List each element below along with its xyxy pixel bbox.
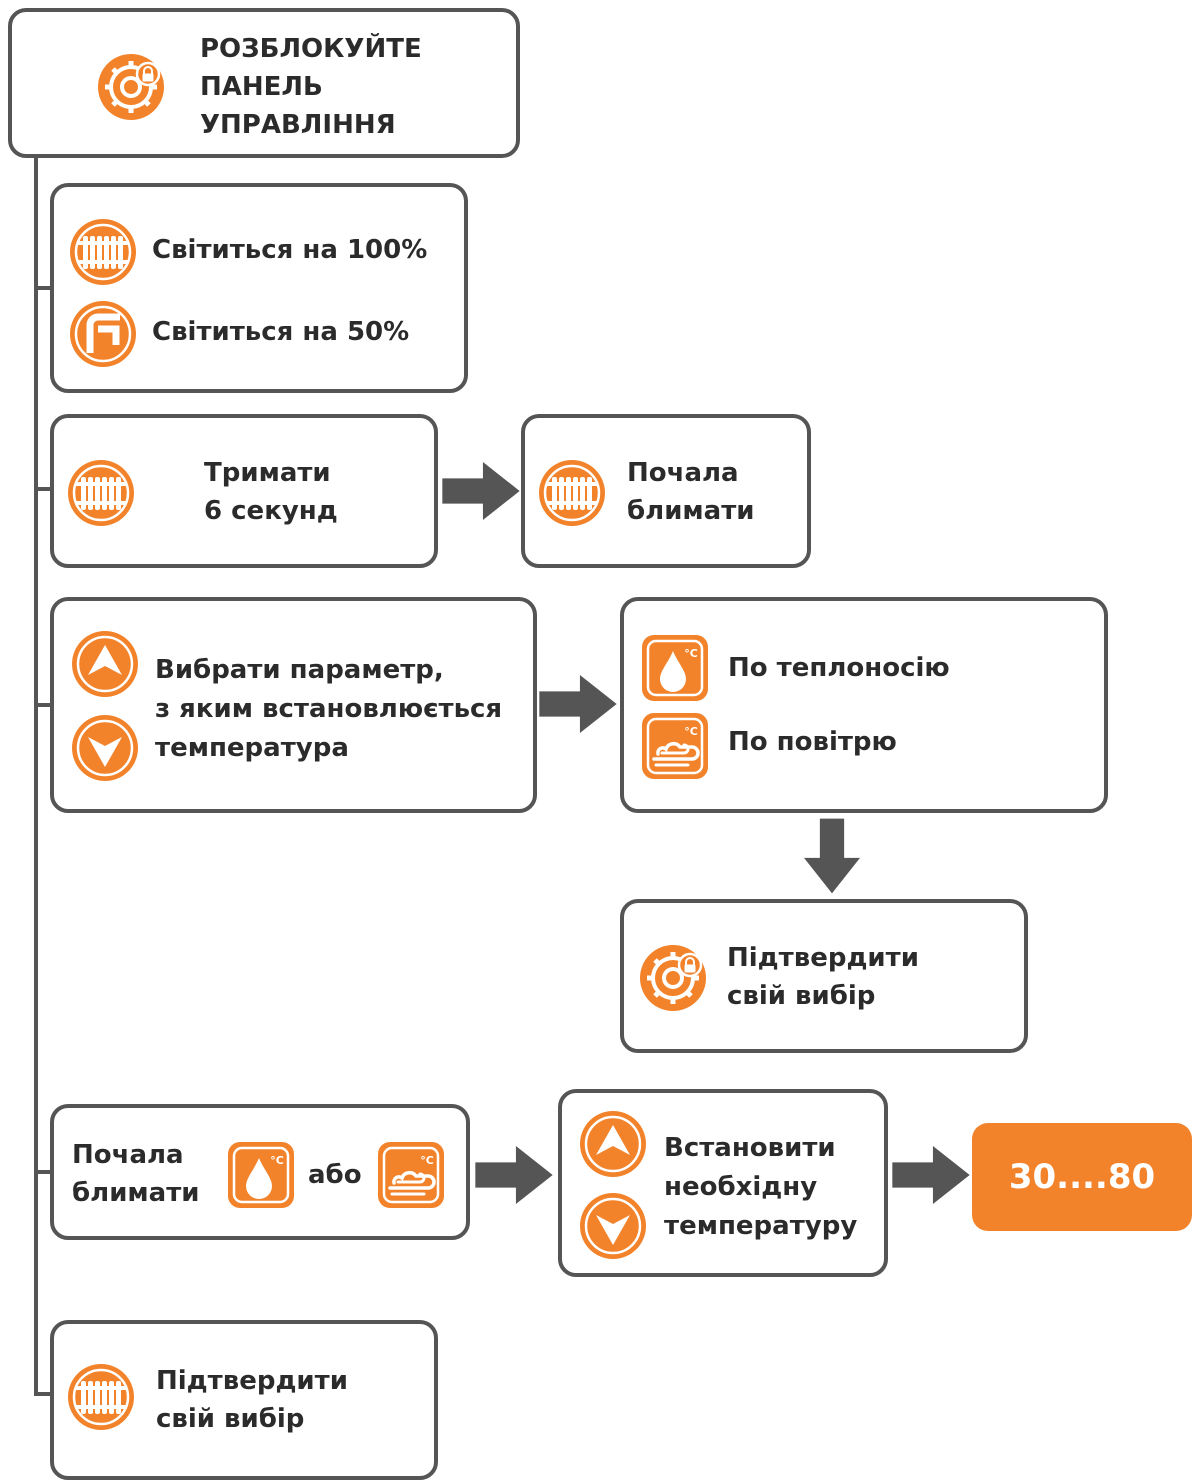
parameter-options-box: По теплоносію По повітрю: [620, 597, 1108, 813]
select-line-2: з яким встановлюється: [155, 694, 503, 724]
header-line-1: РОЗБЛОКУЙТЕ: [200, 34, 422, 64]
or-label: або: [308, 1160, 362, 1190]
arrow-down: [804, 818, 860, 894]
confirm-line-2: свій вибір: [727, 981, 876, 1011]
header-line-2: ПАНЕЛЬ: [200, 72, 323, 102]
arrow-right: [474, 1146, 554, 1204]
set-line-1: Встановити: [664, 1133, 836, 1163]
final-line-2: свій вибір: [156, 1404, 305, 1434]
air-temp-icon: [640, 711, 710, 781]
confirm-line-1: Підтвердити: [727, 943, 919, 973]
arrow-right: [892, 1146, 970, 1204]
option-air-label: По повітрю: [728, 727, 897, 757]
gear-lock-icon: [638, 943, 708, 1013]
arrow-right: [539, 675, 617, 733]
faucet-icon: [68, 299, 138, 369]
gear-lock-icon: [96, 52, 166, 122]
header-line-3: УПРАВЛІННЯ: [200, 110, 396, 140]
unlock-panel-box: РОЗБЛОКУЙТЕ ПАНЕЛЬ УПРАВЛІННЯ: [8, 8, 520, 158]
hold-line-2: 6 секунд: [204, 496, 338, 526]
temperature-range-badge: 30....80: [972, 1123, 1192, 1231]
blinking-line-2: блимати: [627, 496, 755, 526]
blinking-or-box: Почала блимати або: [50, 1104, 470, 1240]
final-confirm-box: Підтвердити свій вибір: [50, 1320, 438, 1480]
select-line-3: температура: [155, 733, 349, 763]
glow-levels-box: Світиться на 100% Світиться на 50%: [50, 183, 468, 393]
arrow-down-icon: [70, 713, 140, 783]
air-temp-icon: [376, 1140, 446, 1210]
water-drop-temp-icon: [640, 633, 710, 703]
set-line-3: температуру: [664, 1211, 858, 1241]
hold-6-seconds-box: Тримати 6 секунд: [50, 414, 438, 568]
confirm-choice-box: Підтвердити свій вибір: [620, 899, 1028, 1053]
arrow-up-icon: [578, 1109, 648, 1179]
final-line-1: Підтвердити: [156, 1366, 348, 1396]
select-parameter-box: Вибрати параметр, з яким встановлюється …: [50, 597, 537, 813]
radiator-icon: [66, 458, 136, 528]
step4-line-1: Почала: [72, 1140, 184, 1170]
water-drop-temp-icon: [226, 1140, 296, 1210]
option-coolant-label: По теплоносію: [728, 653, 950, 683]
set-temperature-box: Встановити необхідну температуру: [558, 1089, 888, 1277]
radiator-icon: [68, 217, 138, 287]
started-blinking-box: Почала блимати: [521, 414, 811, 568]
hold-line-1: Тримати: [204, 458, 331, 488]
blinking-line-1: Почала: [627, 458, 739, 488]
set-line-2: необхідну: [664, 1172, 818, 1202]
arrow-right: [442, 462, 520, 520]
radiator-icon: [537, 458, 607, 528]
arrow-down-icon: [578, 1191, 648, 1261]
radiator-icon: [66, 1362, 136, 1432]
glow-100-label: Світиться на 100%: [152, 235, 428, 265]
glow-50-label: Світиться на 50%: [152, 317, 410, 347]
select-line-1: Вибрати параметр,: [155, 655, 444, 685]
step4-line-2: блимати: [72, 1178, 200, 1208]
arrow-up-icon: [70, 629, 140, 699]
